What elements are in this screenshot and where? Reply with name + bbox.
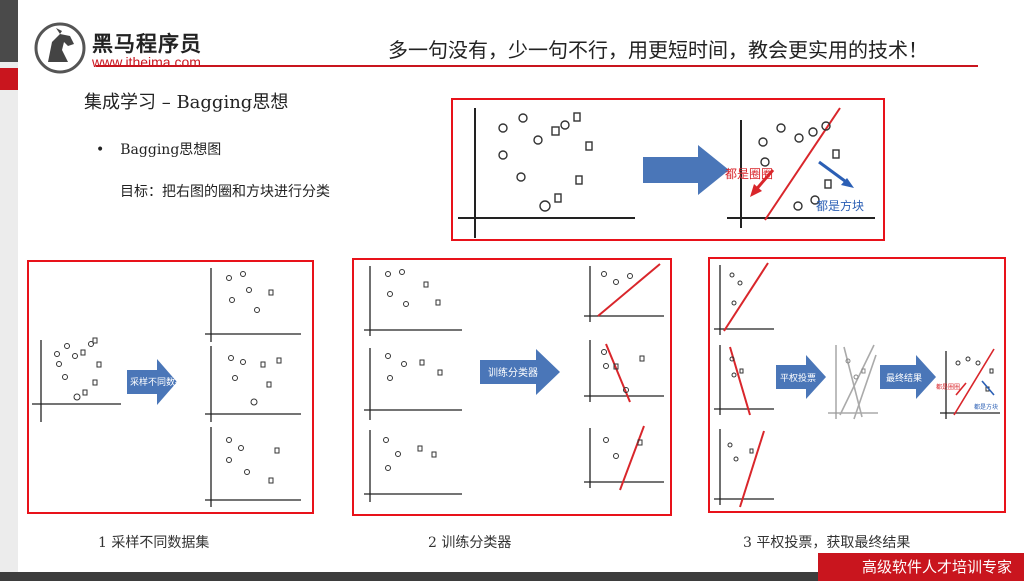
goal-text: 目标：把右图的圈和方块进行分类: [120, 184, 330, 200]
sampling-figure: 采样不同数据: [32, 268, 301, 507]
vote-button-label: 平权投票: [780, 372, 816, 384]
footer-bar: [0, 572, 1024, 581]
bullet-item: • Bagging思想图: [96, 139, 221, 159]
caption-step2: 2 训练分类器: [428, 535, 512, 551]
left-edge-strip: [0, 0, 18, 581]
small-label-squares: 都是方块: [974, 403, 998, 411]
panel-sampling: 采样不同数据: [27, 260, 314, 514]
bagging-overview-diagram: 都是圈圈 都是方块: [451, 98, 885, 241]
training-figure: 训练分类器: [364, 263, 664, 502]
label-circles: 都是圈圈: [725, 167, 773, 181]
final-button-label: 最终结果: [886, 372, 922, 384]
horse-logo-icon: [34, 22, 86, 74]
footer-tag-background: [818, 553, 1024, 581]
slide-title: 集成学习 – Bagging思想: [84, 92, 289, 113]
sampling-button-label: 采样不同数据: [130, 376, 184, 388]
small-label-circles: 都是圈圈: [936, 383, 960, 391]
header-divider: [96, 65, 978, 67]
caption-step3: 3 平权投票，获取最终结果: [743, 535, 911, 551]
panel-training: 训练分类器: [352, 258, 672, 516]
brand-url: www.itheima.com: [92, 54, 201, 70]
panel-voting: 平权投票 最终结果 都是圈圈 都是方块: [708, 257, 1006, 513]
left-strip-dark: [0, 0, 18, 62]
caption-step1: 1 采样不同数据集: [98, 535, 210, 551]
bullet-text: Bagging思想图: [120, 142, 222, 158]
label-squares: 都是方块: [816, 198, 864, 213]
left-strip-red: [0, 68, 18, 90]
bullet-dot-icon: •: [96, 142, 105, 158]
brand-name: 黑马程序员: [92, 32, 202, 56]
footer-tagline: 高级软件人才培训专家: [861, 558, 1012, 576]
voting-figure: 平权投票 最终结果 都是圈圈 都是方块: [714, 262, 1000, 508]
slogan: 多一句没有，少一句不行，用更短时间，教会更实用的技术！: [388, 38, 928, 62]
training-button-label: 训练分类器: [488, 366, 538, 379]
overview-figure: 都是圈圈 都是方块: [458, 107, 875, 238]
